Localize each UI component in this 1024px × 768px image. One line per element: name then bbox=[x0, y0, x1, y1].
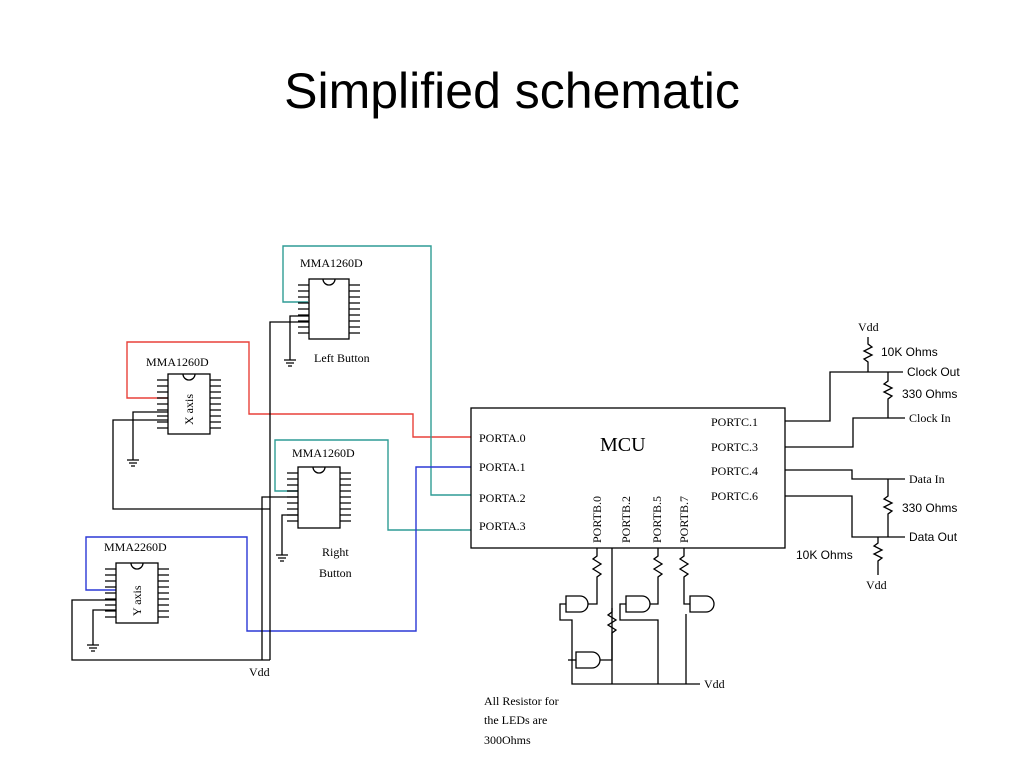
data-out-label: Data Out bbox=[909, 530, 958, 544]
vdd-led-label: Vdd bbox=[704, 677, 725, 691]
chip-left-button bbox=[298, 278, 360, 340]
wire-ground-x-axis bbox=[132, 411, 168, 460]
slide-title: Simplified schematic bbox=[284, 63, 740, 119]
led-note-line2: the LEDs are bbox=[484, 713, 547, 727]
porta3-label: PORTA.3 bbox=[479, 519, 526, 533]
portc3-label: PORTC.3 bbox=[711, 440, 758, 454]
wire-portc6-data-out bbox=[785, 495, 905, 538]
wire-x-axis-porta0 bbox=[126, 341, 471, 438]
x-axis-chip-label: MMA1260D bbox=[146, 355, 209, 369]
wire-left-button-porta2 bbox=[282, 245, 471, 496]
wire-y-axis-porta1 bbox=[85, 466, 471, 632]
wire-portc1-clock-out bbox=[785, 371, 903, 422]
wire-clock-pullup bbox=[862, 337, 874, 372]
portb0-label: PORTB.0 bbox=[590, 496, 604, 543]
y-axis-label: Y axis bbox=[130, 585, 144, 616]
vdd-bottom-label: Vdd bbox=[866, 578, 887, 592]
porta0-label: PORTA.0 bbox=[479, 431, 526, 445]
ground-symbol-3 bbox=[276, 554, 288, 562]
x-axis-label: X axis bbox=[182, 394, 196, 425]
wire-x-axis-vdd bbox=[112, 419, 270, 510]
r-330-clock-label: 330 Ohms bbox=[902, 387, 957, 401]
ground-symbol-1 bbox=[284, 359, 296, 367]
led-1 bbox=[565, 588, 598, 613]
r-10k-top-label: 10K Ohms bbox=[881, 345, 938, 359]
right-button-chip-label: MMA1260D bbox=[292, 446, 355, 460]
r-330-data-label: 330 Ohms bbox=[902, 501, 957, 515]
led-2 bbox=[575, 651, 601, 669]
left-button-label: Left Button bbox=[314, 351, 370, 365]
wire-led-column bbox=[600, 608, 618, 661]
right-button-label-1: Right bbox=[322, 545, 349, 559]
wire-portc3-clock-in bbox=[785, 417, 905, 448]
wire-ground-y-axis bbox=[92, 609, 116, 645]
wire-led-return bbox=[559, 603, 700, 685]
wire-data-pullup bbox=[872, 537, 884, 575]
portb7-label: PORTB.7 bbox=[677, 496, 691, 543]
mcu-box bbox=[470, 407, 786, 549]
wire-data-330 bbox=[882, 479, 894, 537]
right-button-label-2: Button bbox=[319, 566, 352, 580]
wire-portb0 bbox=[591, 548, 603, 588]
y-axis-chip-label: MMA2260D bbox=[104, 540, 167, 554]
wire-right-button-porta3 bbox=[274, 439, 471, 531]
mcu-label: MCU bbox=[600, 434, 646, 456]
clock-out-label: Clock Out bbox=[907, 365, 960, 379]
led-4 bbox=[689, 595, 715, 613]
wire-y-axis-vdd bbox=[71, 599, 270, 661]
vdd-top-label: Vdd bbox=[858, 320, 879, 334]
wire-ground-left-button bbox=[289, 315, 309, 360]
chip-right-button bbox=[287, 466, 351, 529]
led-3 bbox=[625, 595, 651, 613]
portc4-label: PORTC.4 bbox=[711, 464, 758, 478]
vdd-left-label: Vdd bbox=[249, 665, 270, 679]
wire-clock-330 bbox=[882, 372, 894, 418]
porta1-label: PORTA.1 bbox=[479, 460, 526, 474]
ground-symbol-2 bbox=[127, 459, 139, 467]
chip-y-axis bbox=[105, 562, 169, 624]
led-note-line1: All Resistor for bbox=[484, 694, 559, 708]
portb2-label: PORTB.2 bbox=[619, 496, 633, 543]
wire-left-button-vdd bbox=[269, 321, 309, 660]
wire-portb7 bbox=[678, 548, 690, 605]
wire-portc4-data-in bbox=[785, 469, 905, 480]
ground-symbol-4 bbox=[87, 644, 99, 652]
r-10k-bottom-label: 10K Ohms bbox=[796, 548, 853, 562]
wire-portb5-return bbox=[619, 603, 659, 684]
chip-x-axis bbox=[157, 373, 221, 435]
portc1-label: PORTC.1 bbox=[711, 415, 758, 429]
data-in-label: Data In bbox=[909, 472, 945, 486]
portb5-label: PORTB.5 bbox=[650, 496, 664, 543]
wire-portb5 bbox=[650, 548, 664, 605]
led-note-line3: 300Ohms bbox=[484, 733, 531, 747]
left-button-chip-label: MMA1260D bbox=[300, 256, 363, 270]
porta2-label: PORTA.2 bbox=[479, 491, 526, 505]
portc6-label: PORTC.6 bbox=[711, 489, 758, 503]
wire-right-button-vdd bbox=[261, 496, 298, 660]
clock-in-label: Clock In bbox=[909, 411, 951, 425]
